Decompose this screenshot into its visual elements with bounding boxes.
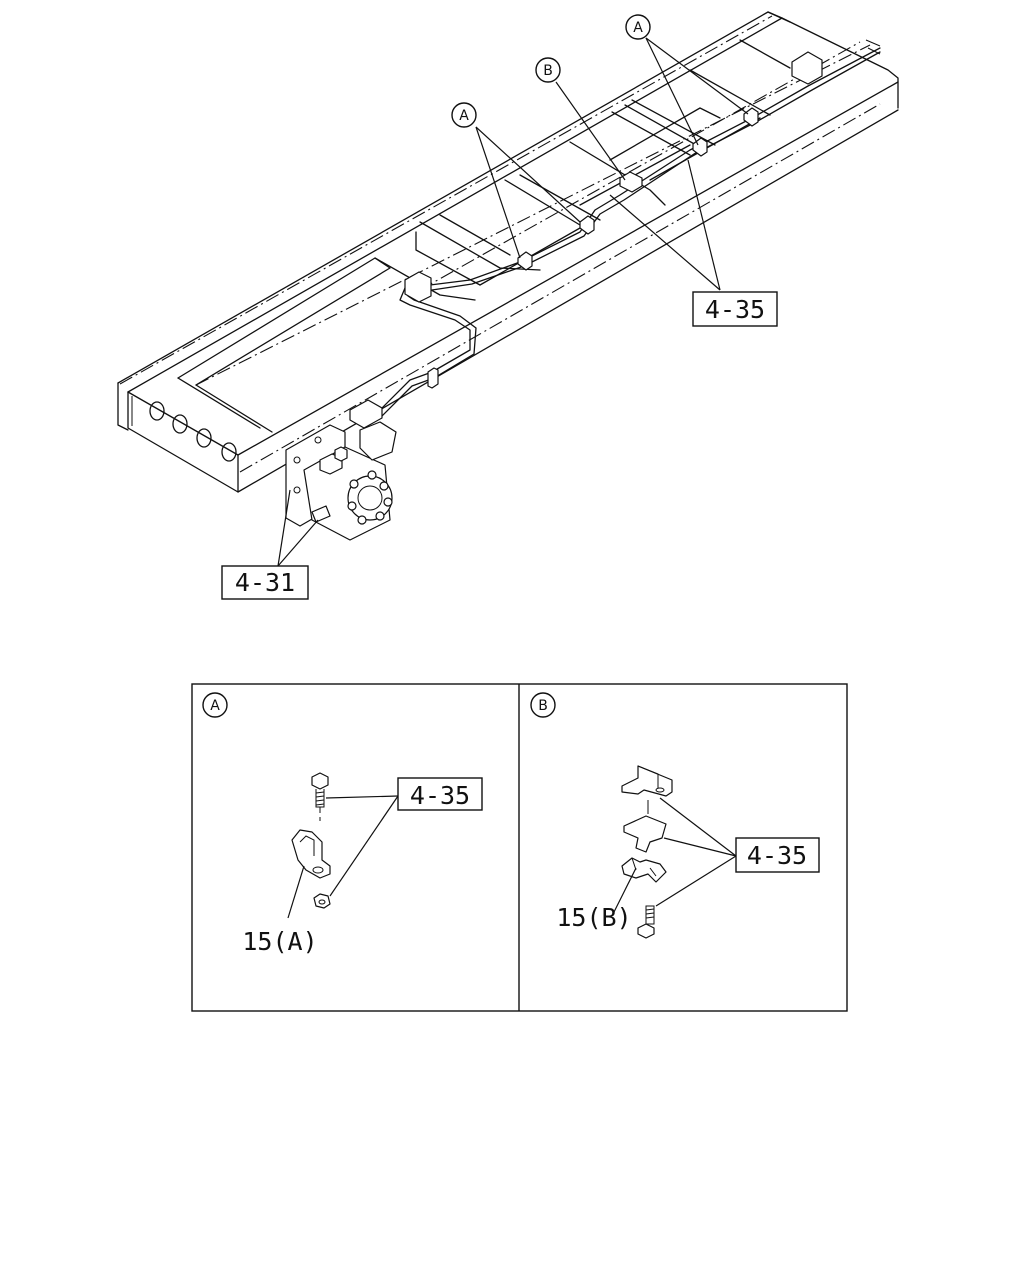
callout-b: B bbox=[535, 57, 561, 83]
pipe-clip bbox=[404, 51, 823, 389]
svg-text:4-35: 4-35 bbox=[705, 295, 765, 324]
bracket-icon bbox=[621, 765, 673, 797]
svg-text:A: A bbox=[210, 698, 220, 714]
callout-a-right: A bbox=[625, 14, 651, 40]
clip-icon bbox=[621, 857, 667, 883]
part-label-15b: 15(B) bbox=[556, 903, 631, 932]
svg-text:4-31: 4-31 bbox=[235, 568, 295, 597]
bolt-icon bbox=[311, 772, 329, 790]
clip-icon bbox=[291, 829, 331, 879]
plate-icon bbox=[623, 815, 667, 853]
ref-box-4-35-top: 4-35 bbox=[692, 291, 778, 327]
callout-a-left: A bbox=[451, 102, 477, 128]
detail-panel-a: A 4-35 15(A) bbox=[202, 692, 483, 956]
svg-text:A: A bbox=[459, 108, 469, 124]
svg-text:4-35: 4-35 bbox=[747, 841, 807, 870]
steering-gear bbox=[285, 399, 397, 541]
svg-text:4-35: 4-35 bbox=[410, 781, 470, 810]
chassis-frame bbox=[117, 11, 899, 493]
detail-panel-b: B 4-35 15(B) bbox=[530, 692, 820, 939]
nut-icon bbox=[313, 893, 331, 909]
svg-text:B: B bbox=[543, 63, 553, 79]
bolt-icon bbox=[637, 923, 655, 939]
leader-lines bbox=[277, 37, 749, 567]
svg-text:B: B bbox=[538, 698, 548, 714]
svg-text:A: A bbox=[633, 20, 643, 36]
part-label-15a: 15(A) bbox=[242, 927, 317, 956]
ref-box-4-31: 4-31 bbox=[221, 565, 309, 600]
